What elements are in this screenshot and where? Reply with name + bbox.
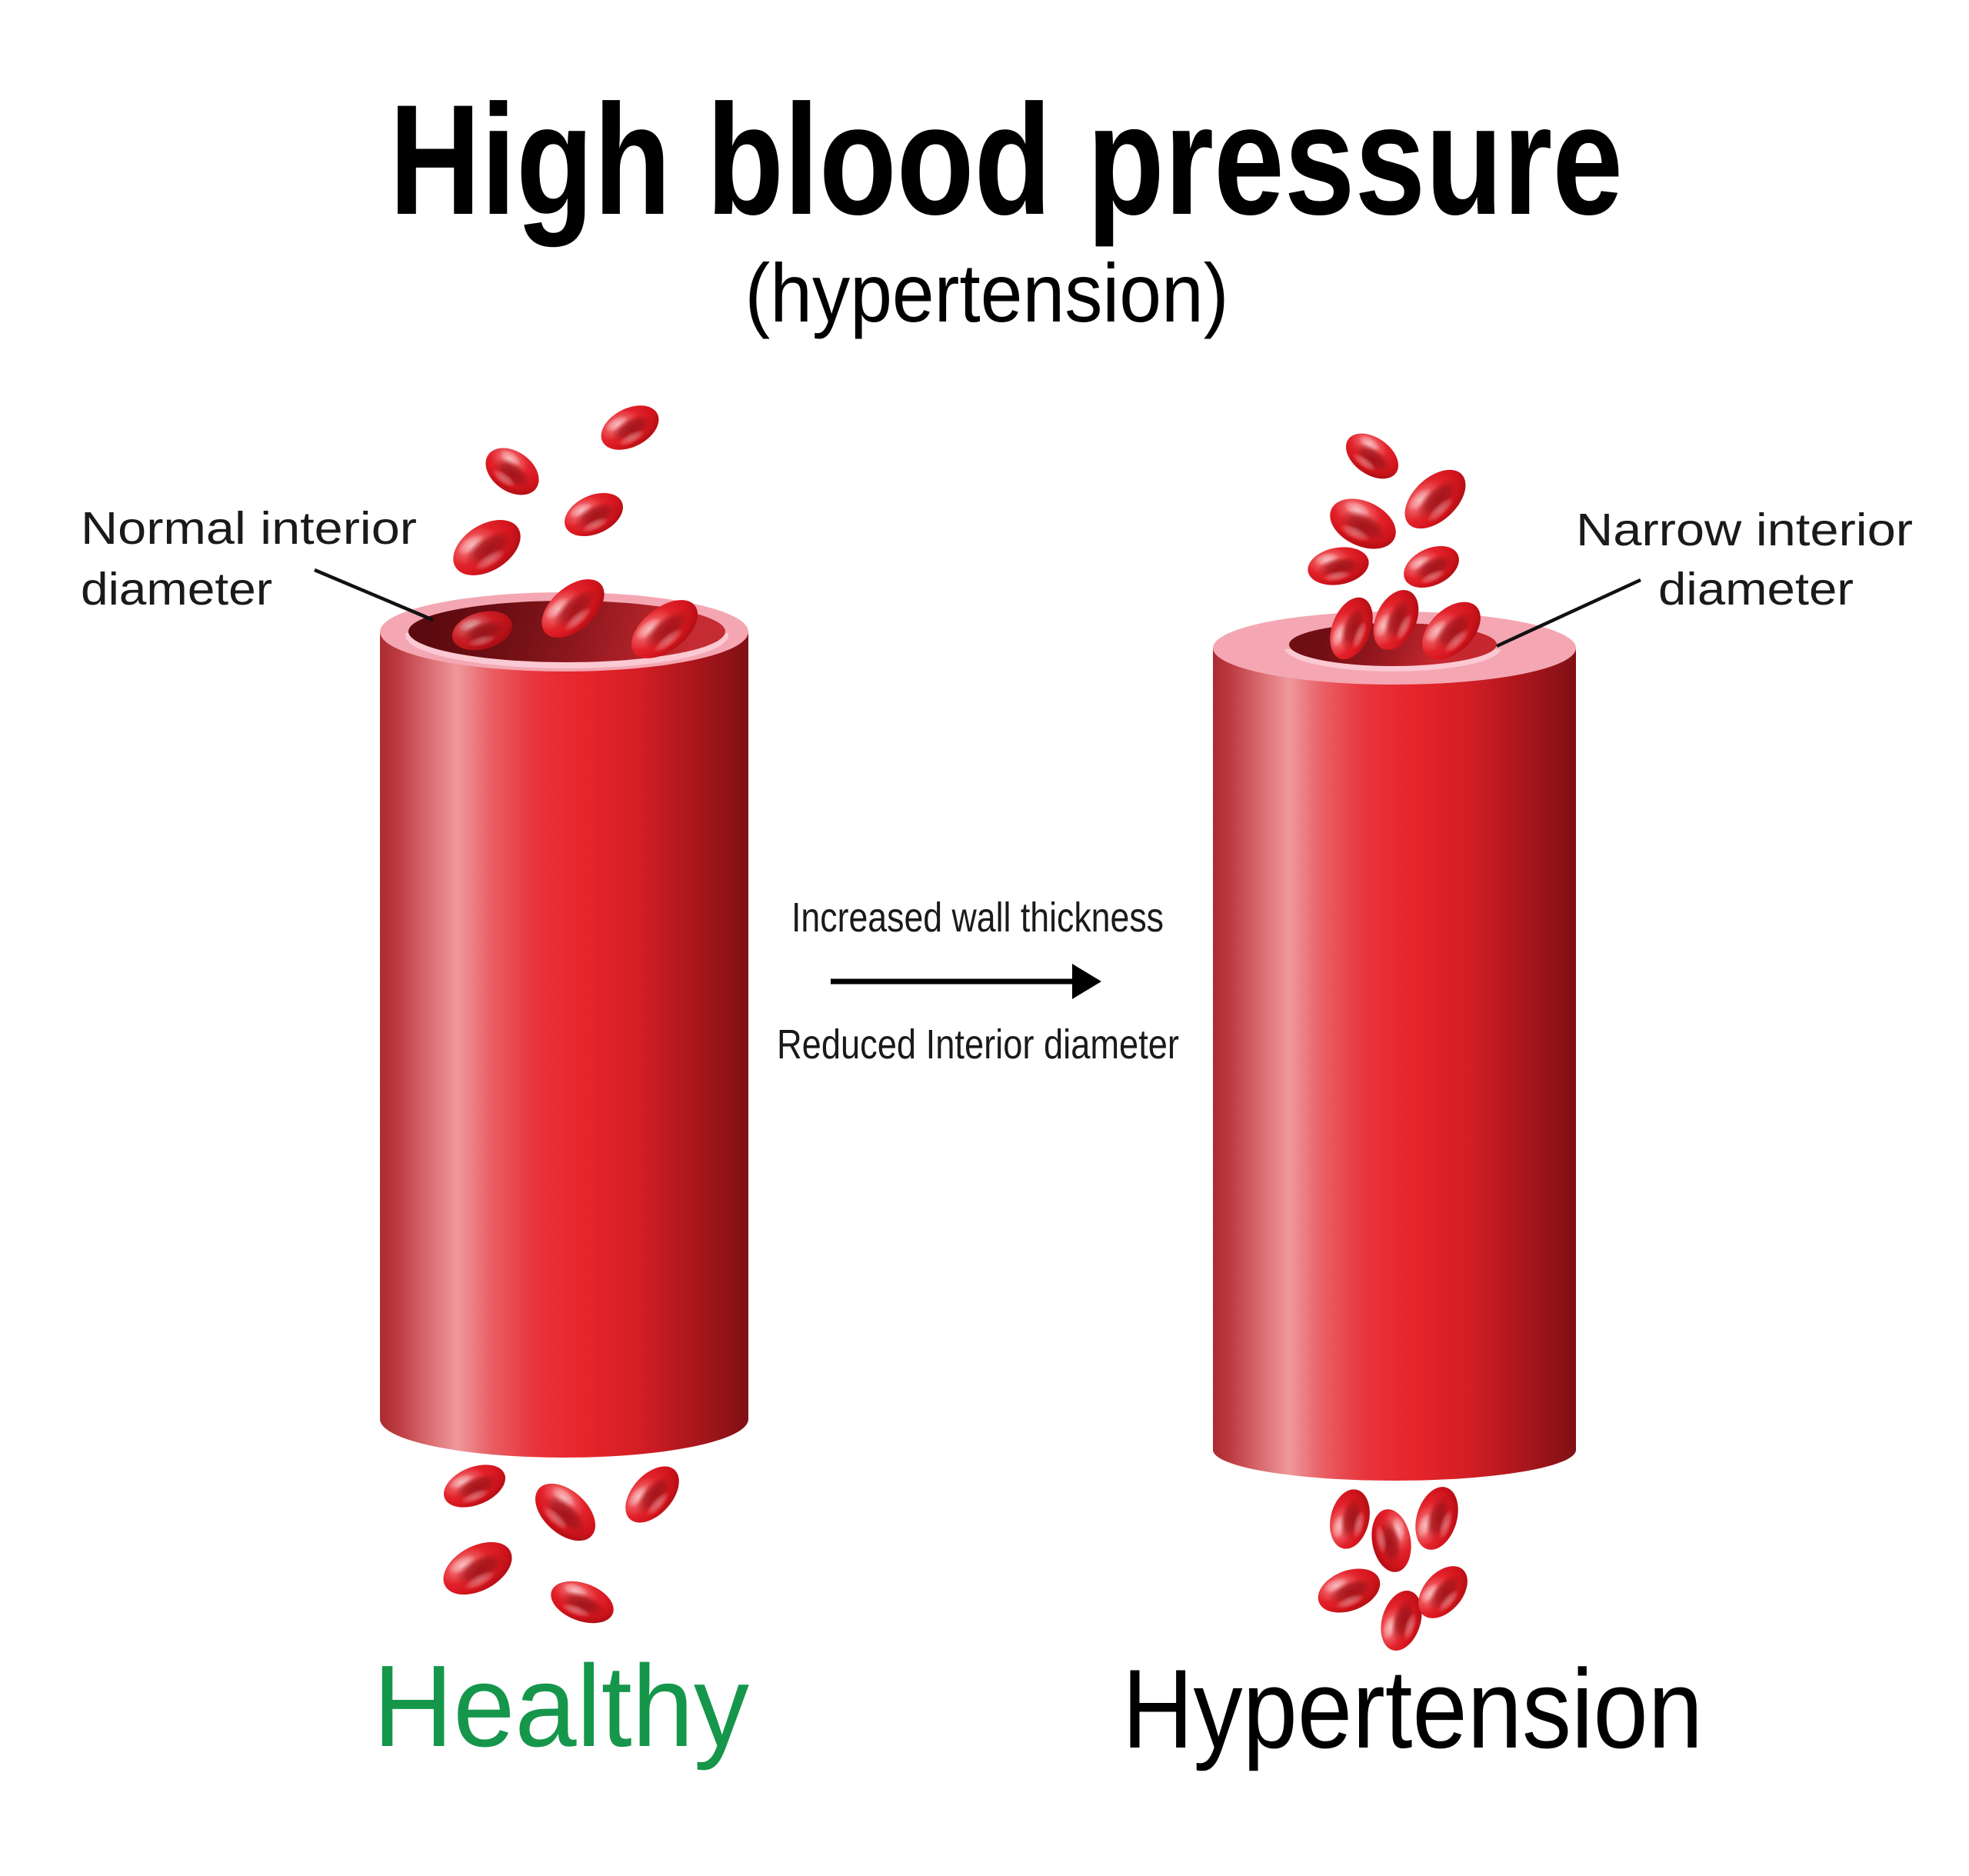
svg-text:Hypertension: Hypertension bbox=[1122, 1646, 1703, 1771]
svg-text:High blood pressure: High blood pressure bbox=[389, 72, 1623, 248]
svg-text:diameter: diameter bbox=[1658, 564, 1854, 615]
svg-text:Narrow interior: Narrow interior bbox=[1576, 505, 1913, 555]
svg-text:Healthy: Healthy bbox=[373, 1641, 749, 1771]
svg-text:Normal interior: Normal interior bbox=[81, 503, 417, 554]
svg-text:Reduced Interior diameter: Reduced Interior diameter bbox=[777, 1021, 1179, 1068]
svg-text:diameter: diameter bbox=[81, 564, 272, 615]
svg-text:(hypertension): (hypertension) bbox=[745, 246, 1229, 339]
svg-text:Increased wall thickness: Increased wall thickness bbox=[791, 895, 1164, 941]
